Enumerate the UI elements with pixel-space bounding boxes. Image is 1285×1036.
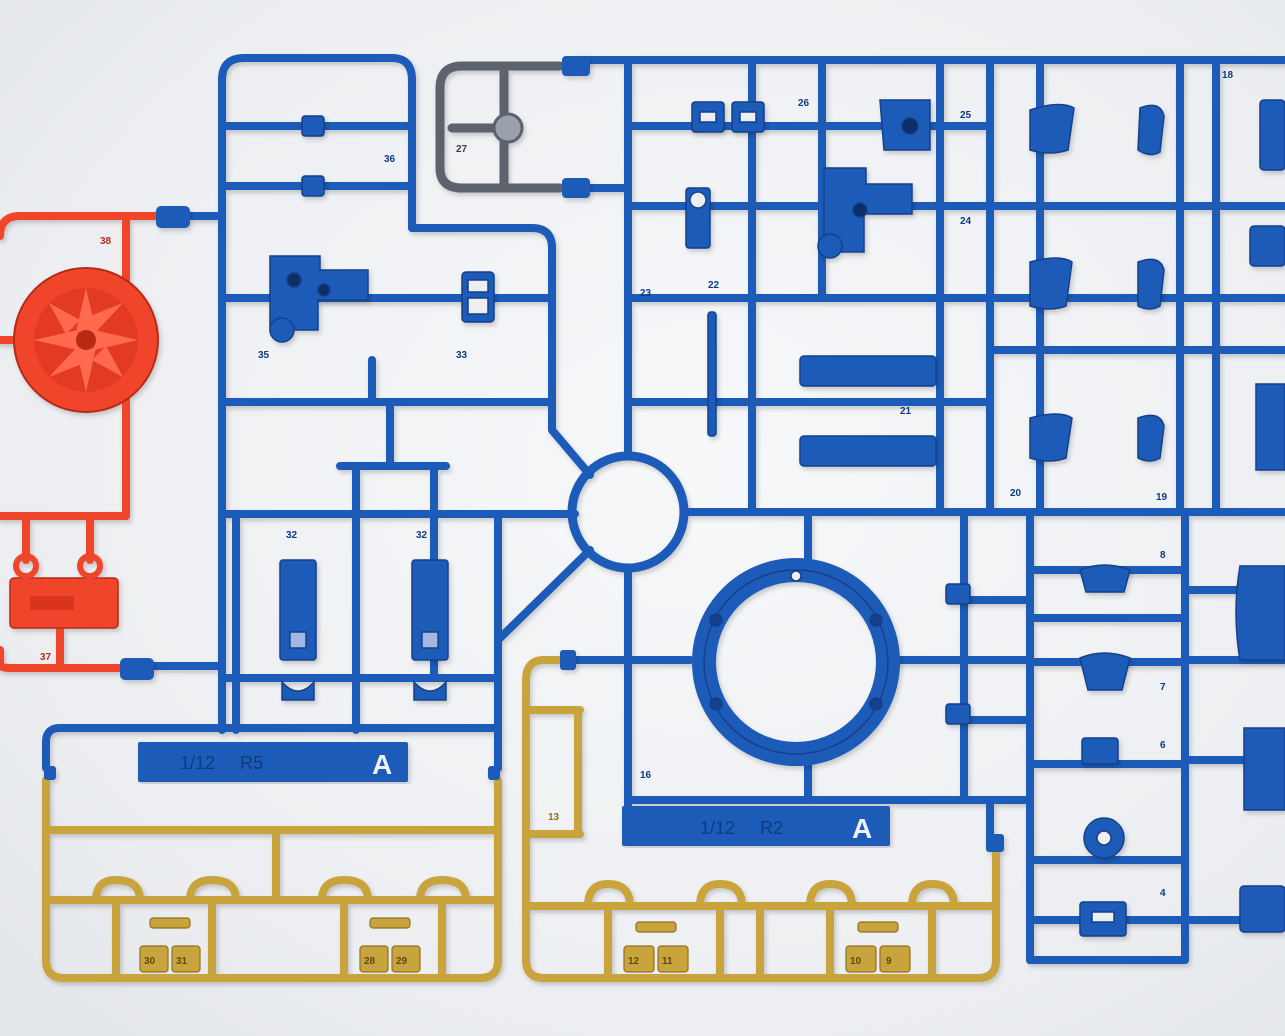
part-number: 24	[960, 216, 972, 227]
part-number: 7	[1160, 682, 1166, 693]
part-number: 13	[548, 812, 560, 823]
gold-parts-left	[139, 917, 421, 973]
tag-left-code: R5	[240, 753, 263, 773]
part-number: 9	[886, 956, 892, 967]
part-number: 10	[850, 956, 862, 967]
part-number: 37	[40, 652, 52, 663]
part-number: 26	[798, 98, 810, 109]
part-number: 28	[364, 956, 376, 967]
part-number: 27	[456, 144, 468, 155]
part-number: 32	[416, 530, 428, 541]
part-number: 21	[900, 406, 912, 417]
gold-parts-right	[623, 921, 911, 973]
part-number: 23	[640, 288, 652, 299]
gold-runner-left	[42, 766, 502, 982]
tag-left-letter: A	[372, 749, 392, 780]
part-number: 4	[1160, 888, 1166, 899]
tag-right-code: R2	[760, 818, 783, 838]
part-number: 29	[396, 956, 408, 967]
part-number: 36	[384, 154, 396, 165]
part-number: 38	[100, 236, 112, 247]
part-number: 16	[640, 770, 652, 781]
red-runner	[0, 206, 190, 680]
tag-right-scale: 1/12	[700, 818, 735, 838]
part-number: 19	[1156, 492, 1168, 503]
blue-runner	[42, 54, 1285, 964]
part-number: 30	[144, 956, 156, 967]
part-number: 32	[286, 530, 298, 541]
tag-right-letter: A	[852, 813, 872, 844]
part-number: 12	[628, 956, 640, 967]
blue-parts	[269, 99, 1285, 937]
part-number-labels: 38 37 36 35 33 32 32 27 26 25 22 23 24 2…	[40, 70, 1234, 967]
part-number: 11	[662, 956, 673, 967]
part-number: 6	[1160, 740, 1166, 751]
part-number: 18	[1222, 70, 1234, 81]
part-number: 35	[258, 350, 270, 361]
tag-left: 1/12 R5 A	[138, 742, 408, 782]
part-number: 25	[960, 110, 972, 121]
part-number: 8	[1160, 550, 1166, 561]
part-number: 31	[176, 956, 188, 967]
tag-right: 1/12 R2 A	[622, 806, 890, 846]
gold-runner-right	[522, 650, 1004, 982]
part-number: 22	[708, 280, 720, 291]
part-number: 20	[1010, 488, 1022, 499]
gray-runner	[435, 56, 590, 198]
part-number: 33	[456, 350, 468, 361]
tag-left-scale: 1/12	[180, 753, 215, 773]
